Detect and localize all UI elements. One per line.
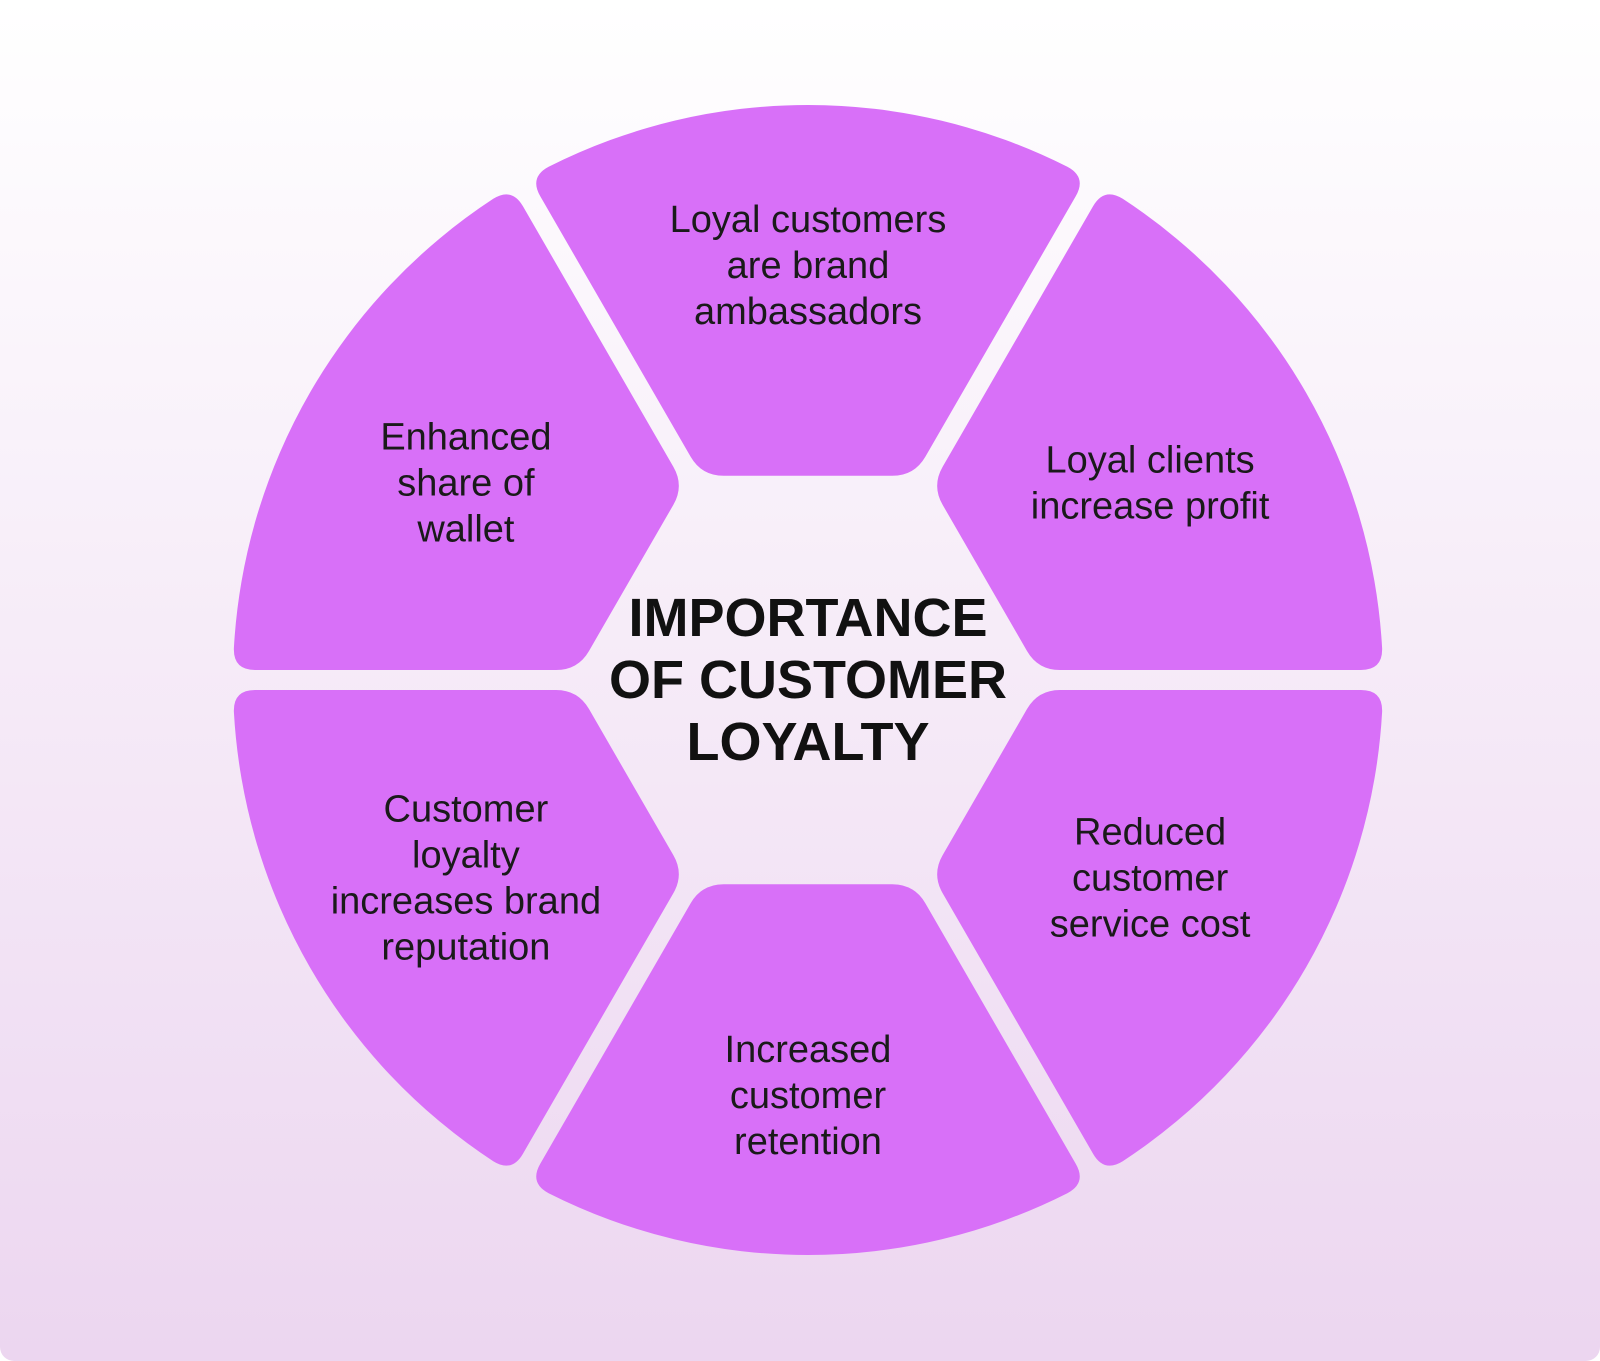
segment-label-line: increase profit (1031, 486, 1270, 528)
segment-label-line: are brand (727, 245, 890, 287)
segment-label-line: Loyal customers (670, 199, 947, 241)
segment-label-line: wallet (416, 509, 515, 551)
wheel-segment-1 (536, 104, 1080, 476)
center-title-line: LOYALTY (686, 712, 929, 772)
wheel-segment-2 (937, 194, 1383, 670)
wheel-segment-4 (536, 884, 1080, 1256)
wheel-segment-5 (233, 690, 679, 1166)
segment-label-line: share of (397, 463, 535, 505)
wheel-segment-6 (233, 194, 679, 670)
segment-label-line: increases brand (331, 881, 601, 923)
segment-label-line: Customer (384, 789, 549, 831)
segment-label-line: reputation (381, 927, 550, 969)
center-title-line: OF CUSTOMER (609, 650, 1007, 710)
wheel-segments (233, 104, 1383, 1256)
segment-label-line: customer (1072, 858, 1229, 900)
segment-label-line: ambassadors (694, 291, 922, 333)
segment-label-line: loyalty (412, 835, 520, 877)
segment-label-line: Loyal clients (1046, 440, 1255, 482)
wheel-segment-3 (937, 690, 1383, 1166)
segment-label-line: Increased (725, 1029, 892, 1071)
segment-label-line: retention (734, 1121, 882, 1163)
segment-label-line: customer (730, 1075, 887, 1117)
center-title-line: IMPORTANCE (629, 588, 988, 648)
segment-label-line: Enhanced (380, 417, 551, 459)
segment-label-line: Reduced (1074, 812, 1226, 854)
segment-label-line: service cost (1050, 904, 1251, 946)
